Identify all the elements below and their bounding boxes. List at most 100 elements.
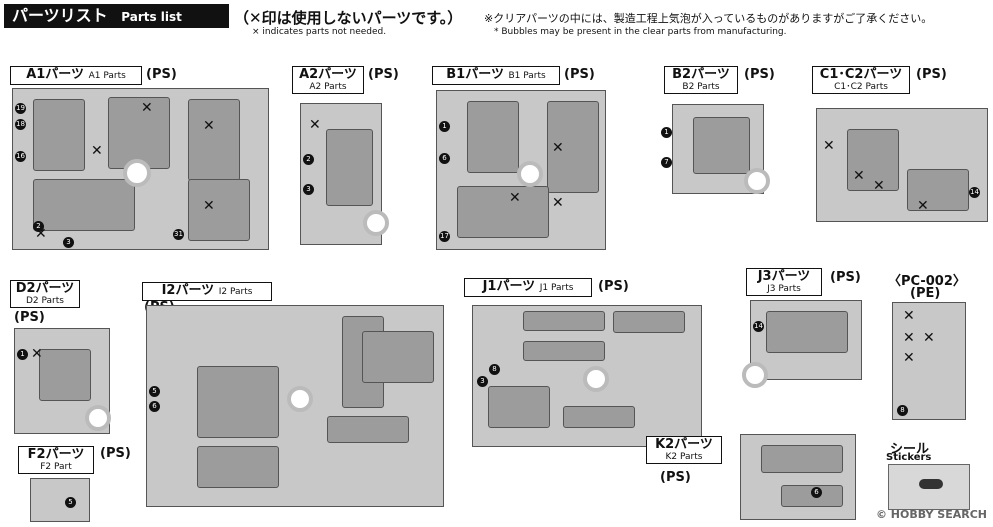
a2-part <box>326 129 373 206</box>
i2-label: I2パーツ I2 Parts <box>142 282 272 301</box>
part-number: 1 <box>17 349 28 360</box>
d2-material: (PS) <box>14 310 45 325</box>
b1-material: (PS) <box>564 67 595 82</box>
excluded-mark-icon: ✕ <box>873 178 885 194</box>
excluded-mark-icon: ✕ <box>853 168 865 184</box>
title-en: Parts list <box>121 10 182 24</box>
k2-material: (PS) <box>660 470 691 485</box>
excluded-mark-icon: ✕ <box>91 143 103 159</box>
part-number: 3 <box>477 376 488 387</box>
j1-gate-ring <box>583 366 609 392</box>
excluded-mark-icon: ✕ <box>203 118 215 134</box>
a1-part <box>33 99 85 171</box>
b1-sprue: 1 6 17 ✕ ✕ ✕ <box>436 90 606 250</box>
j1-label: J1パーツ J1 Parts <box>464 278 592 297</box>
b1-part <box>467 101 519 173</box>
part-number: 17 <box>439 231 450 242</box>
part-number: 3 <box>63 237 74 248</box>
part-number: 5 <box>65 497 76 508</box>
f2-sprue: 5 <box>30 478 90 522</box>
watermark: © HOBBY SEARCH <box>875 508 987 521</box>
b1-part <box>457 186 549 238</box>
k2-sprue: 6 <box>740 434 856 520</box>
i2-sprue: 5 6 <box>146 305 444 507</box>
clear-parts-note-en: * Bubbles may be present in the clear pa… <box>494 27 787 37</box>
part-number: 3 <box>303 184 314 195</box>
b1-gate-ring <box>517 161 543 187</box>
excluded-mark-icon: ✕ <box>823 138 835 154</box>
d2-sprue: 1 ✕ <box>14 328 111 434</box>
b1-part <box>547 101 599 193</box>
j1-part <box>613 311 685 333</box>
b2-material: (PS) <box>744 67 775 82</box>
a1-sprue: 19 18 16 2 3 31 ✕ ✕ ✕ ✕ ✕ <box>12 88 269 250</box>
c1c2-part <box>907 169 969 211</box>
pc-material: (PE) <box>910 286 941 301</box>
excluded-mark-icon: ✕ <box>35 226 47 242</box>
c1c2-sprue: ✕ ✕ ✕ ✕ 14 <box>816 108 988 222</box>
title-jp: パーツリスト <box>12 6 108 25</box>
j1-material: (PS) <box>598 279 629 294</box>
stickers-label-jp: シール <box>890 442 930 457</box>
excluded-mark-icon: ✕ <box>903 330 915 346</box>
c1c2-material: (PS) <box>916 67 947 82</box>
part-number: 6 <box>149 401 160 412</box>
b2-gate-ring <box>744 168 770 194</box>
stickers-label-en: Stickers <box>886 452 932 463</box>
d2-gate-ring <box>85 405 111 431</box>
excluded-mark-icon: ✕ <box>903 308 915 324</box>
part-number: 1 <box>661 127 672 138</box>
part-number: 8 <box>897 405 908 416</box>
part-number: 7 <box>661 157 672 168</box>
excluded-mark-icon: ✕ <box>141 100 153 116</box>
a1-material: (PS) <box>146 67 177 82</box>
j3-part <box>766 311 848 353</box>
part-number: 31 <box>173 229 184 240</box>
part-number: 18 <box>15 119 26 130</box>
part-number: 16 <box>15 151 26 162</box>
a2-gate-ring <box>363 210 389 236</box>
part-number: 2 <box>303 154 314 165</box>
k2-part <box>761 445 843 473</box>
j1-part <box>563 406 635 428</box>
part-number: 1 <box>439 121 450 132</box>
excluded-mark-icon: ✕ <box>903 350 915 366</box>
f2-material: (PS) <box>100 446 131 461</box>
part-number: 2 <box>33 221 44 232</box>
i2-part <box>327 416 409 443</box>
pc-label: 〈PC-002〉 <box>888 274 966 289</box>
parts-list-title: パーツリスト Parts list <box>4 4 229 28</box>
b1-label: B1パーツ B1 Parts <box>432 66 560 85</box>
i2-gate-ring <box>287 386 313 412</box>
j3-material: (PS) <box>830 270 861 285</box>
part-number: 6 <box>439 153 450 164</box>
j1-part <box>488 386 550 428</box>
d2-part <box>39 349 91 401</box>
j1-sprue: 3 8 <box>472 305 702 447</box>
a1-part <box>33 179 135 231</box>
a1-part <box>108 97 170 169</box>
part-number: 5 <box>149 386 160 397</box>
c1c2-part <box>847 129 899 191</box>
b2-part <box>693 117 750 174</box>
part-number: 8 <box>489 364 500 375</box>
excluded-mark-icon: ✕ <box>923 330 935 346</box>
a1-gate-ring <box>123 159 151 187</box>
a1-part <box>188 99 240 181</box>
part-number: 6 <box>811 487 822 498</box>
a2-sprue: 2 3 ✕ <box>300 103 389 245</box>
sticker-eye <box>919 479 943 489</box>
j3-gate-ring <box>742 362 768 388</box>
excluded-mark-icon: ✕ <box>917 198 929 214</box>
part-number: 14 <box>969 187 980 198</box>
sticker-sheet <box>888 464 970 510</box>
clear-parts-note: ※クリアパーツの中には、製造工程上気泡が入っているものがありますがご了承ください… <box>484 12 933 25</box>
j1-part <box>523 311 605 331</box>
